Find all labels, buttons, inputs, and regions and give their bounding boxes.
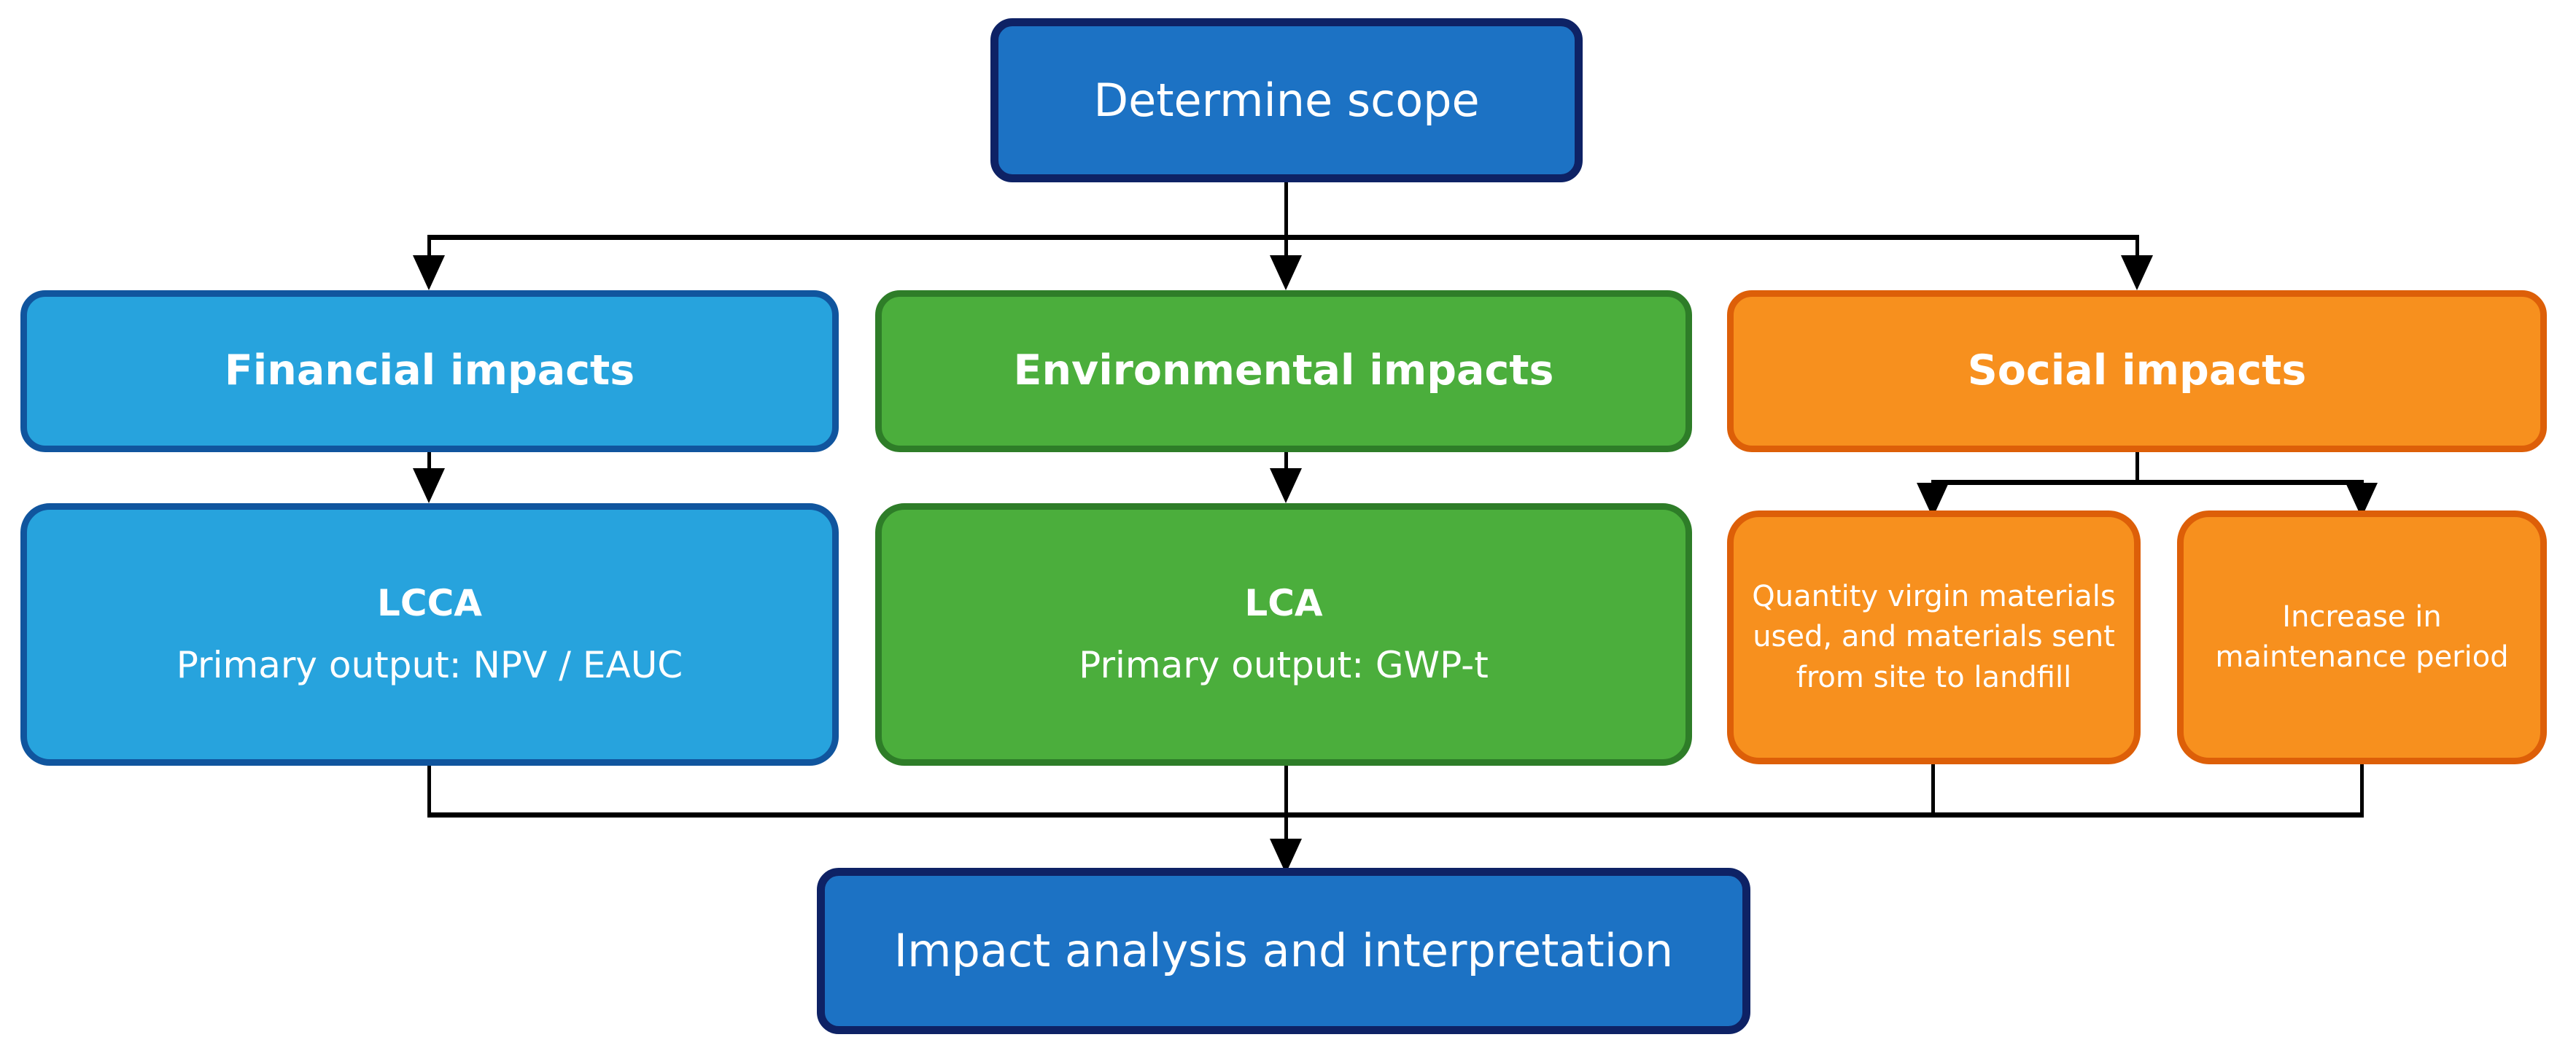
edge-lca-to-merge-line [1284,766,1288,817]
node-virgin-materials[interactable]: Quantity virgin materials used, and mate… [1727,510,2141,764]
node-lcca-subtitle: Primary output: NPV / EAUC [176,644,683,686]
edge-social-distribution-bar [1931,480,2363,485]
node-social-impacts-label: Social impacts [1967,346,2307,395]
edge-maintenance-to-merge-line [2360,764,2364,817]
edge-scope-trunk [1284,182,1288,239]
node-lca[interactable]: LCA Primary output: GWP-t [875,503,1692,766]
node-determine-scope-label: Determine scope [1093,73,1480,127]
edge-scope-to-environmental-arrow [1270,255,1302,290]
node-environmental-impacts[interactable]: Environmental impacts [875,290,1692,452]
edge-environmental-to-lca-line [1284,452,1288,471]
node-maintenance-period[interactable]: Increase in maintenance period [2177,510,2547,764]
node-impact-analysis[interactable]: Impact analysis and interpretation [817,868,1750,1034]
edge-scope-distribution-bar [429,235,2139,240]
node-maintenance-period-label: Increase in maintenance period [2215,599,2509,674]
node-lca-title: LCA [1244,582,1323,624]
edge-environmental-to-lca-arrow [1270,468,1302,503]
edge-lcca-to-merge-line [427,766,431,817]
node-financial-impacts-label: Financial impacts [224,346,635,395]
node-social-impacts[interactable]: Social impacts [1727,290,2547,452]
edge-scope-to-environmental-line [1284,235,1288,259]
node-lca-subtitle: Primary output: GWP-t [1079,644,1489,686]
edge-social-trunk [2135,452,2139,483]
node-environmental-impacts-label: Environmental impacts [1013,346,1554,395]
edge-financial-to-lcca-arrow [413,468,445,503]
edge-financial-to-lcca-line [427,452,431,471]
node-impact-analysis-label: Impact analysis and interpretation [893,924,1674,978]
node-determine-scope[interactable]: Determine scope [990,18,1583,182]
edge-scope-to-social-arrow [2121,255,2153,290]
edge-scope-to-financial-arrow [413,255,445,290]
edge-scope-to-financial-line [427,235,431,259]
edge-merge-to-impact-line [1284,812,1288,855]
node-financial-impacts[interactable]: Financial impacts [20,290,839,452]
edge-scope-to-social-line [2135,235,2139,259]
node-lcca-title: LCCA [377,582,482,624]
edge-merge-bar [427,812,2364,818]
node-lcca[interactable]: LCCA Primary output: NPV / EAUC [20,503,839,766]
node-virgin-materials-label: Quantity virgin materials used, and mate… [1752,580,2116,694]
edge-materials-to-merge-line [1931,764,1935,817]
